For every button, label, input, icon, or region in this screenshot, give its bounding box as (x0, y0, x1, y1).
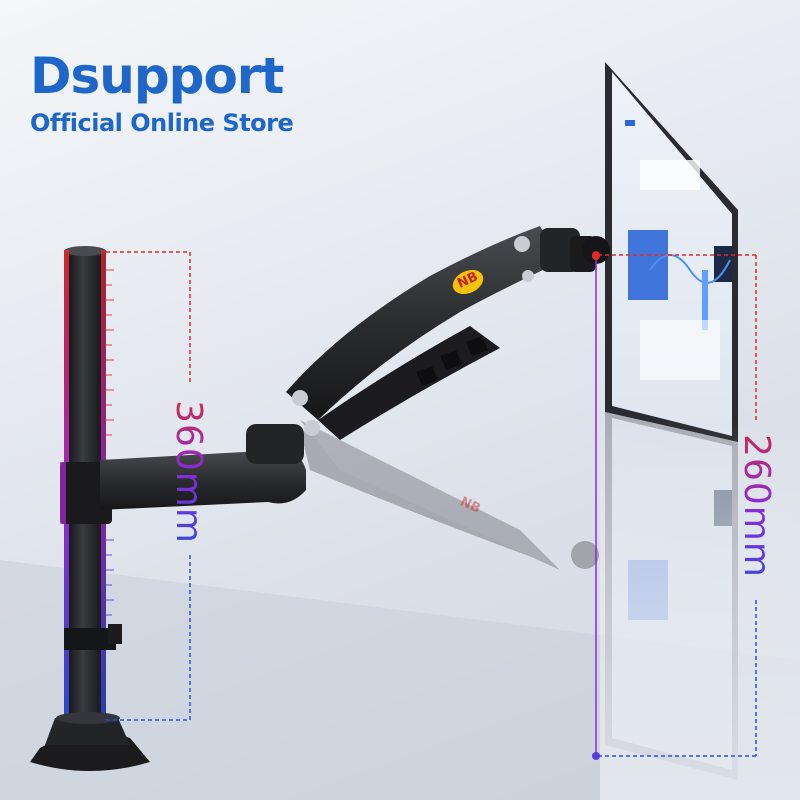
tilt-head (540, 228, 610, 272)
pole-height-label: 360mm (164, 382, 212, 562)
arm-reflection (300, 420, 599, 570)
dimension-line-360 (106, 251, 191, 721)
clamp-base (30, 712, 150, 771)
brand-subtitle: Official Online Store (30, 109, 294, 137)
brand-title: Dsupport (30, 47, 284, 105)
brand-block: Dsupport Official Online Store (30, 47, 294, 138)
lower-arm (100, 424, 306, 510)
monitor (605, 62, 738, 442)
dimension-line-260 (592, 252, 757, 760)
gas-spring-arm (286, 226, 560, 440)
monitor-height-label: 260mm (732, 406, 780, 606)
